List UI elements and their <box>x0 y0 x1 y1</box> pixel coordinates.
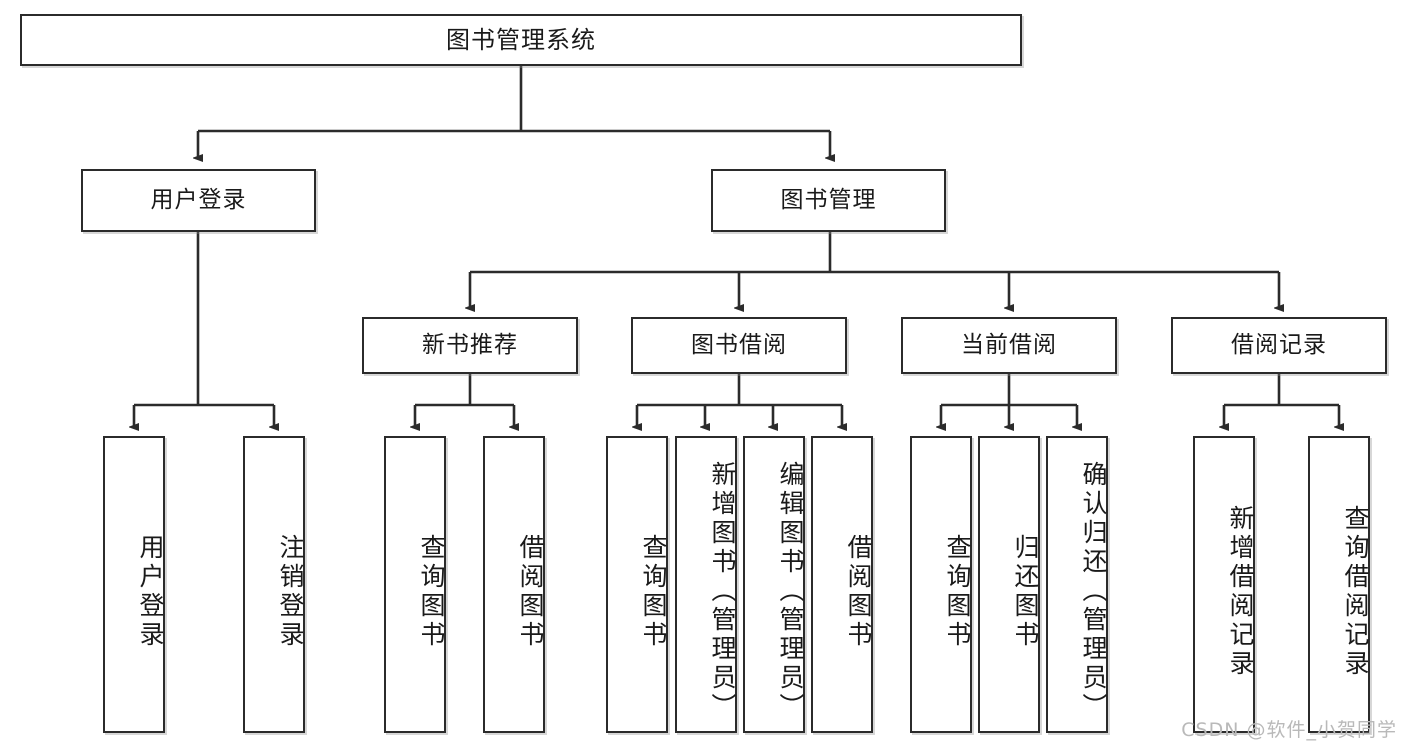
leaf-label: 确认归还（管理员） <box>1079 461 1108 722</box>
leaf-label: 查询图书 <box>943 533 972 650</box>
leaf-current-borrow-return[interactable]: 归还图书 <box>978 436 1040 733</box>
leaf-label: 注销登录 <box>276 533 305 650</box>
node-user-login[interactable]: 用户登录 <box>81 169 316 232</box>
leaf-book-borrow-query[interactable]: 查询图书 <box>606 436 668 733</box>
leaf-new-book-query[interactable]: 查询图书 <box>384 436 446 733</box>
leaf-label: 借阅图书 <box>516 533 545 650</box>
watermark-text: CSDN @软件_小贺同学 <box>1181 719 1397 741</box>
node-borrow-record[interactable]: 借阅记录 <box>1171 317 1387 374</box>
leaf-borrow-record-query[interactable]: 查询借阅记录 <box>1308 436 1370 733</box>
leaf-label: 查询图书 <box>639 533 668 650</box>
leaf-label: 新增图书（管理员） <box>708 461 737 722</box>
leaf-label: 查询借阅记录 <box>1341 504 1370 679</box>
node-root-system[interactable]: 图书管理系统 <box>20 14 1022 66</box>
node-book-borrow[interactable]: 图书借阅 <box>631 317 847 374</box>
leaf-book-borrow-add[interactable]: 新增图书（管理员） <box>675 436 737 733</box>
leaf-user-login-login[interactable]: 用户登录 <box>103 436 165 733</box>
leaf-book-borrow-borrow[interactable]: 借阅图书 <box>811 436 873 733</box>
leaf-current-borrow-confirm[interactable]: 确认归还（管理员） <box>1046 436 1108 733</box>
leaf-label: 新增借阅记录 <box>1226 504 1255 679</box>
leaf-current-borrow-query[interactable]: 查询图书 <box>910 436 972 733</box>
leaf-book-borrow-edit[interactable]: 编辑图书（管理员） <box>743 436 805 733</box>
node-book-management[interactable]: 图书管理 <box>711 169 946 232</box>
leaf-label: 查询图书 <box>417 533 446 650</box>
leaf-borrow-record-add[interactable]: 新增借阅记录 <box>1193 436 1255 733</box>
node-new-book-recommend[interactable]: 新书推荐 <box>362 317 578 374</box>
leaf-label: 编辑图书（管理员） <box>776 461 805 722</box>
node-current-borrow[interactable]: 当前借阅 <box>901 317 1117 374</box>
leaf-new-book-borrow[interactable]: 借阅图书 <box>483 436 545 733</box>
leaf-user-login-logout[interactable]: 注销登录 <box>243 436 305 733</box>
leaf-label: 归还图书 <box>1011 533 1040 650</box>
leaf-label: 用户登录 <box>136 533 165 650</box>
leaf-label: 借阅图书 <box>844 533 873 650</box>
